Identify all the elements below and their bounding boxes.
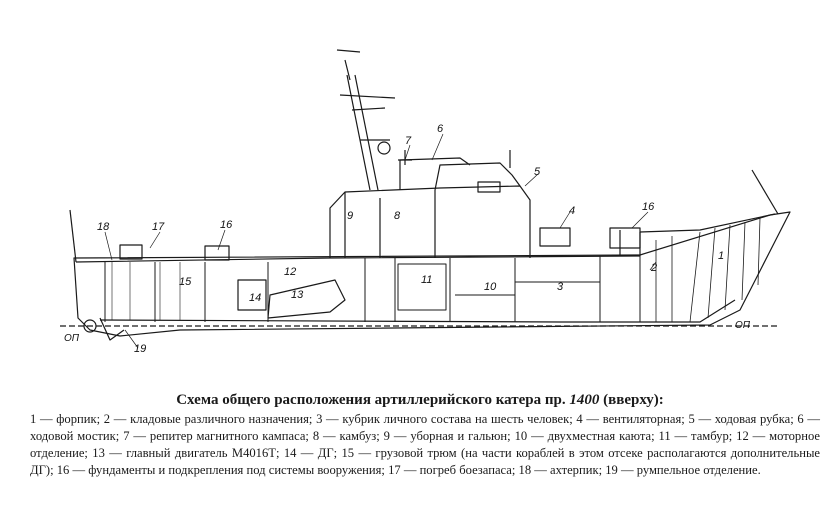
label-5: 5: [534, 166, 541, 178]
label-8: 8: [394, 210, 401, 222]
caption-suffix: (вверху):: [599, 392, 664, 408]
ship-profile-drawing: 1 2 3 4 5 6 7 8 9 10 11 12 13 14 15 16 1…: [60, 49, 791, 355]
main-engine: [267, 279, 346, 319]
label-18: 18: [97, 221, 110, 233]
label-4: 4: [569, 205, 575, 217]
stern-flagstaff: [69, 209, 77, 263]
keel: [99, 299, 736, 323]
label-10: 10: [484, 281, 497, 293]
bridge: [399, 157, 471, 190]
wheelhouse: [434, 162, 521, 191]
label-13: 13: [291, 289, 304, 301]
gun-mount-forward: [539, 227, 571, 247]
label-7: 7: [405, 135, 412, 147]
caption-prefix: Схема общего расположения артиллерийског…: [176, 392, 570, 408]
leader-lines: [104, 133, 657, 349]
label-2: 2: [650, 262, 657, 274]
superstructure: [329, 185, 531, 258]
label-14: 14: [249, 292, 261, 304]
rudder: [99, 317, 125, 341]
label-19: 19: [134, 343, 146, 355]
label-op-fwd: ОП: [735, 320, 751, 331]
label-6: 6: [437, 123, 444, 135]
bow-flagstaff: [751, 169, 779, 215]
label-1: 1: [718, 250, 724, 262]
label-3: 3: [557, 281, 564, 293]
label-9: 9: [347, 210, 353, 222]
bow-frames: [655, 217, 761, 323]
label-17: 17: [152, 221, 165, 233]
mast: [346, 74, 379, 191]
wheelhouse-window: [477, 181, 501, 193]
hull-outline: [73, 211, 791, 337]
figure-caption: Схема общего расположения артиллерийског…: [0, 392, 840, 409]
bow-rail: [639, 213, 776, 233]
label-op-aft: ОП: [64, 333, 80, 344]
figure-legend: 1 — форпик; 2 — кладовые различного назн…: [30, 412, 820, 477]
weapon-foundation-aft: [204, 245, 230, 261]
label-16-aft: 16: [220, 219, 233, 231]
caption-project: 1400: [569, 392, 600, 408]
label-12: 12: [284, 266, 296, 278]
diesel-generator: [237, 279, 267, 311]
label-15: 15: [179, 276, 192, 288]
bulkheads: [104, 256, 641, 322]
label-11: 11: [421, 274, 432, 286]
weapon-foundation-16: [609, 227, 641, 249]
hold-frames: [111, 262, 181, 320]
label-16-fwd: 16: [642, 201, 655, 213]
